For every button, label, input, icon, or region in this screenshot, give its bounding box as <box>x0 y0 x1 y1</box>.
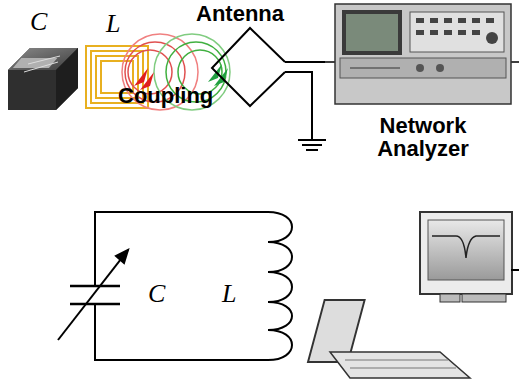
lc-circuit <box>58 212 292 360</box>
antenna-label: Antenna <box>196 2 284 25</box>
coupling-label: Coupling <box>118 84 213 107</box>
network-analyzer <box>335 4 511 104</box>
analyzer-label: Network Analyzer <box>368 114 478 160</box>
component-label: L <box>106 10 120 37</box>
mems-chip <box>8 48 78 110</box>
component-label: C <box>30 8 47 35</box>
component-label: L <box>222 280 236 307</box>
component-label: C <box>148 280 165 307</box>
computer <box>308 212 519 378</box>
